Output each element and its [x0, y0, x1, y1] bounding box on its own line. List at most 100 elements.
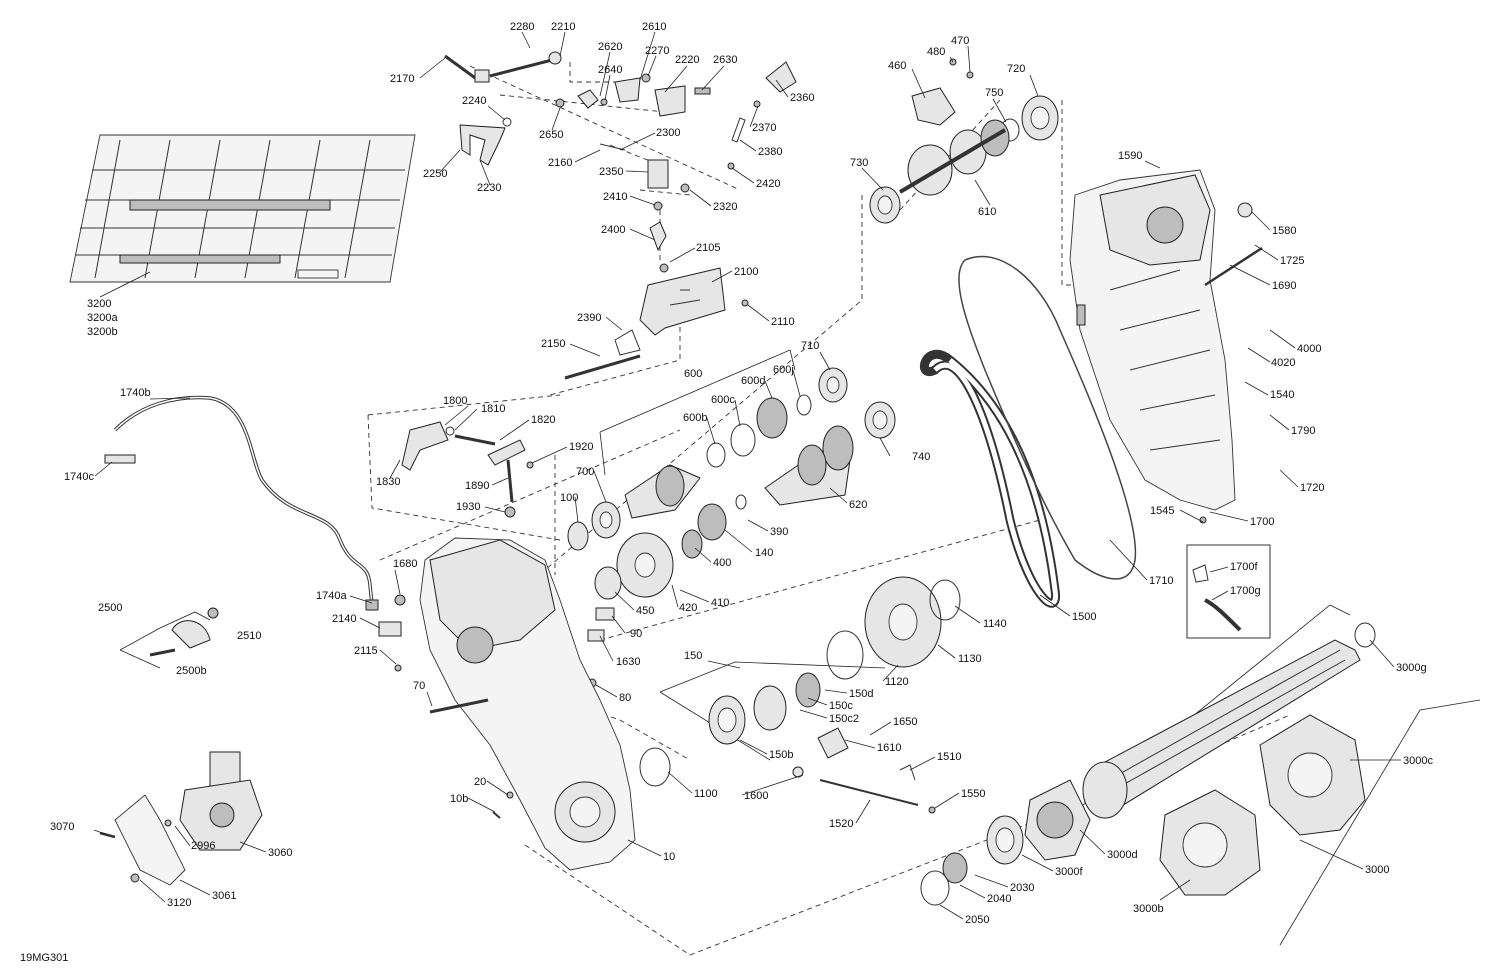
leader-line [954, 605, 981, 624]
leader-line [239, 841, 267, 853]
leader-line [764, 380, 773, 399]
callout-label: 3000f [1055, 866, 1083, 878]
callout-label: 1510 [937, 751, 961, 763]
leader-line [739, 739, 768, 755]
callout-label: 410 [711, 597, 729, 609]
callout-label: 100 [560, 492, 578, 504]
leader-line [574, 496, 579, 523]
leader-line [1251, 211, 1271, 231]
callout-label: 3060 [268, 847, 292, 859]
leader-line [967, 45, 971, 73]
leader-line [559, 31, 566, 57]
leader-lines [93, 31, 1401, 920]
shift-fork-parts [401, 421, 534, 518]
callout-label: 610 [978, 206, 996, 218]
leader-line [1279, 469, 1299, 488]
leader-line [614, 591, 635, 611]
callout-label: 1540 [1270, 389, 1294, 401]
bracket-2500 [149, 607, 219, 657]
callout-label: 2360 [790, 92, 814, 104]
leader-line [724, 529, 753, 553]
callout-label: 1720 [1300, 482, 1324, 494]
leader-line [595, 684, 618, 698]
callout-label: 730 [850, 157, 868, 169]
leader-line [664, 65, 688, 93]
callout-label: 1740a [316, 590, 347, 602]
leader-line [747, 304, 770, 322]
actuator-motor-assembly [99, 751, 263, 886]
callout-label: 1800 [443, 395, 467, 407]
callout-label: 740 [912, 451, 930, 463]
leader-line [419, 57, 446, 79]
leader-line [1021, 854, 1054, 872]
leader-line [739, 139, 757, 152]
track-belt-illustration [69, 134, 416, 283]
leader-line [499, 419, 530, 441]
leader-line [531, 446, 568, 464]
leader-line [974, 874, 1009, 888]
leader-line [593, 470, 607, 503]
leader-line [1039, 594, 1071, 617]
callout-label: 420 [679, 602, 697, 614]
leader-line [1244, 381, 1269, 396]
shift-linkage-parts [444, 51, 797, 380]
callout-label: 3000d [1107, 849, 1138, 861]
leader-line [701, 65, 725, 91]
output-shaft-sprockets [920, 622, 1376, 906]
callout-label: 1740b [120, 387, 151, 399]
leader-line [1159, 879, 1191, 901]
leader-line [611, 615, 626, 634]
leader-line [349, 595, 373, 604]
leader-line [939, 904, 964, 920]
leader-line [179, 879, 211, 896]
callout-label: 1890 [465, 480, 489, 492]
leader-line [521, 31, 531, 49]
left-gearcase-housing [378, 537, 636, 871]
callout-label: 1130 [958, 653, 982, 665]
callout-label: 1790 [1291, 425, 1315, 437]
leader-line [479, 159, 491, 186]
leader-line [99, 271, 151, 298]
leader-line [1269, 329, 1296, 349]
leader-line [669, 247, 696, 263]
leader-line [467, 797, 496, 813]
leader-line [1029, 74, 1039, 97]
callout-label: 3200a [87, 312, 118, 324]
callout-label: 750 [985, 87, 1003, 99]
callout-label: 400 [713, 557, 731, 569]
leader-line [855, 799, 871, 824]
callout-label: 3000b [1133, 903, 1164, 915]
callout-label: 1710 [1149, 575, 1173, 587]
leader-line [359, 617, 381, 629]
leader-line [747, 519, 769, 532]
callout-label: 1930 [456, 501, 480, 513]
callout-label: 80 [619, 692, 631, 704]
callout-label: 2510 [237, 630, 261, 642]
leader-line [807, 697, 828, 706]
leader-line [974, 179, 991, 206]
callout-label: 2410 [603, 191, 627, 203]
callout-label: 600 [684, 368, 702, 380]
callout-label: 1820 [531, 414, 555, 426]
callout-label: 2050 [965, 914, 989, 926]
callout-label: 2110 [771, 316, 795, 328]
leader-line [741, 774, 804, 796]
callout-label: 20 [474, 776, 486, 788]
callout-label: 1650 [893, 716, 917, 728]
callout-label: 1100 [694, 788, 718, 800]
callout-label: 3000g [1396, 662, 1427, 674]
leader-line [731, 167, 755, 184]
callout-label: 1520 [829, 818, 853, 830]
callout-label: 700 [576, 466, 594, 478]
leader-line [93, 829, 106, 835]
leader-line [379, 649, 397, 665]
leader-line [627, 839, 662, 857]
leader-line [639, 31, 656, 81]
callout-label: 600c [711, 394, 735, 406]
leader-line [707, 660, 741, 669]
callout-label: 1810 [481, 403, 505, 415]
callout-label: 3061 [212, 890, 236, 902]
leader-line [792, 369, 801, 397]
leader-line [484, 506, 506, 513]
